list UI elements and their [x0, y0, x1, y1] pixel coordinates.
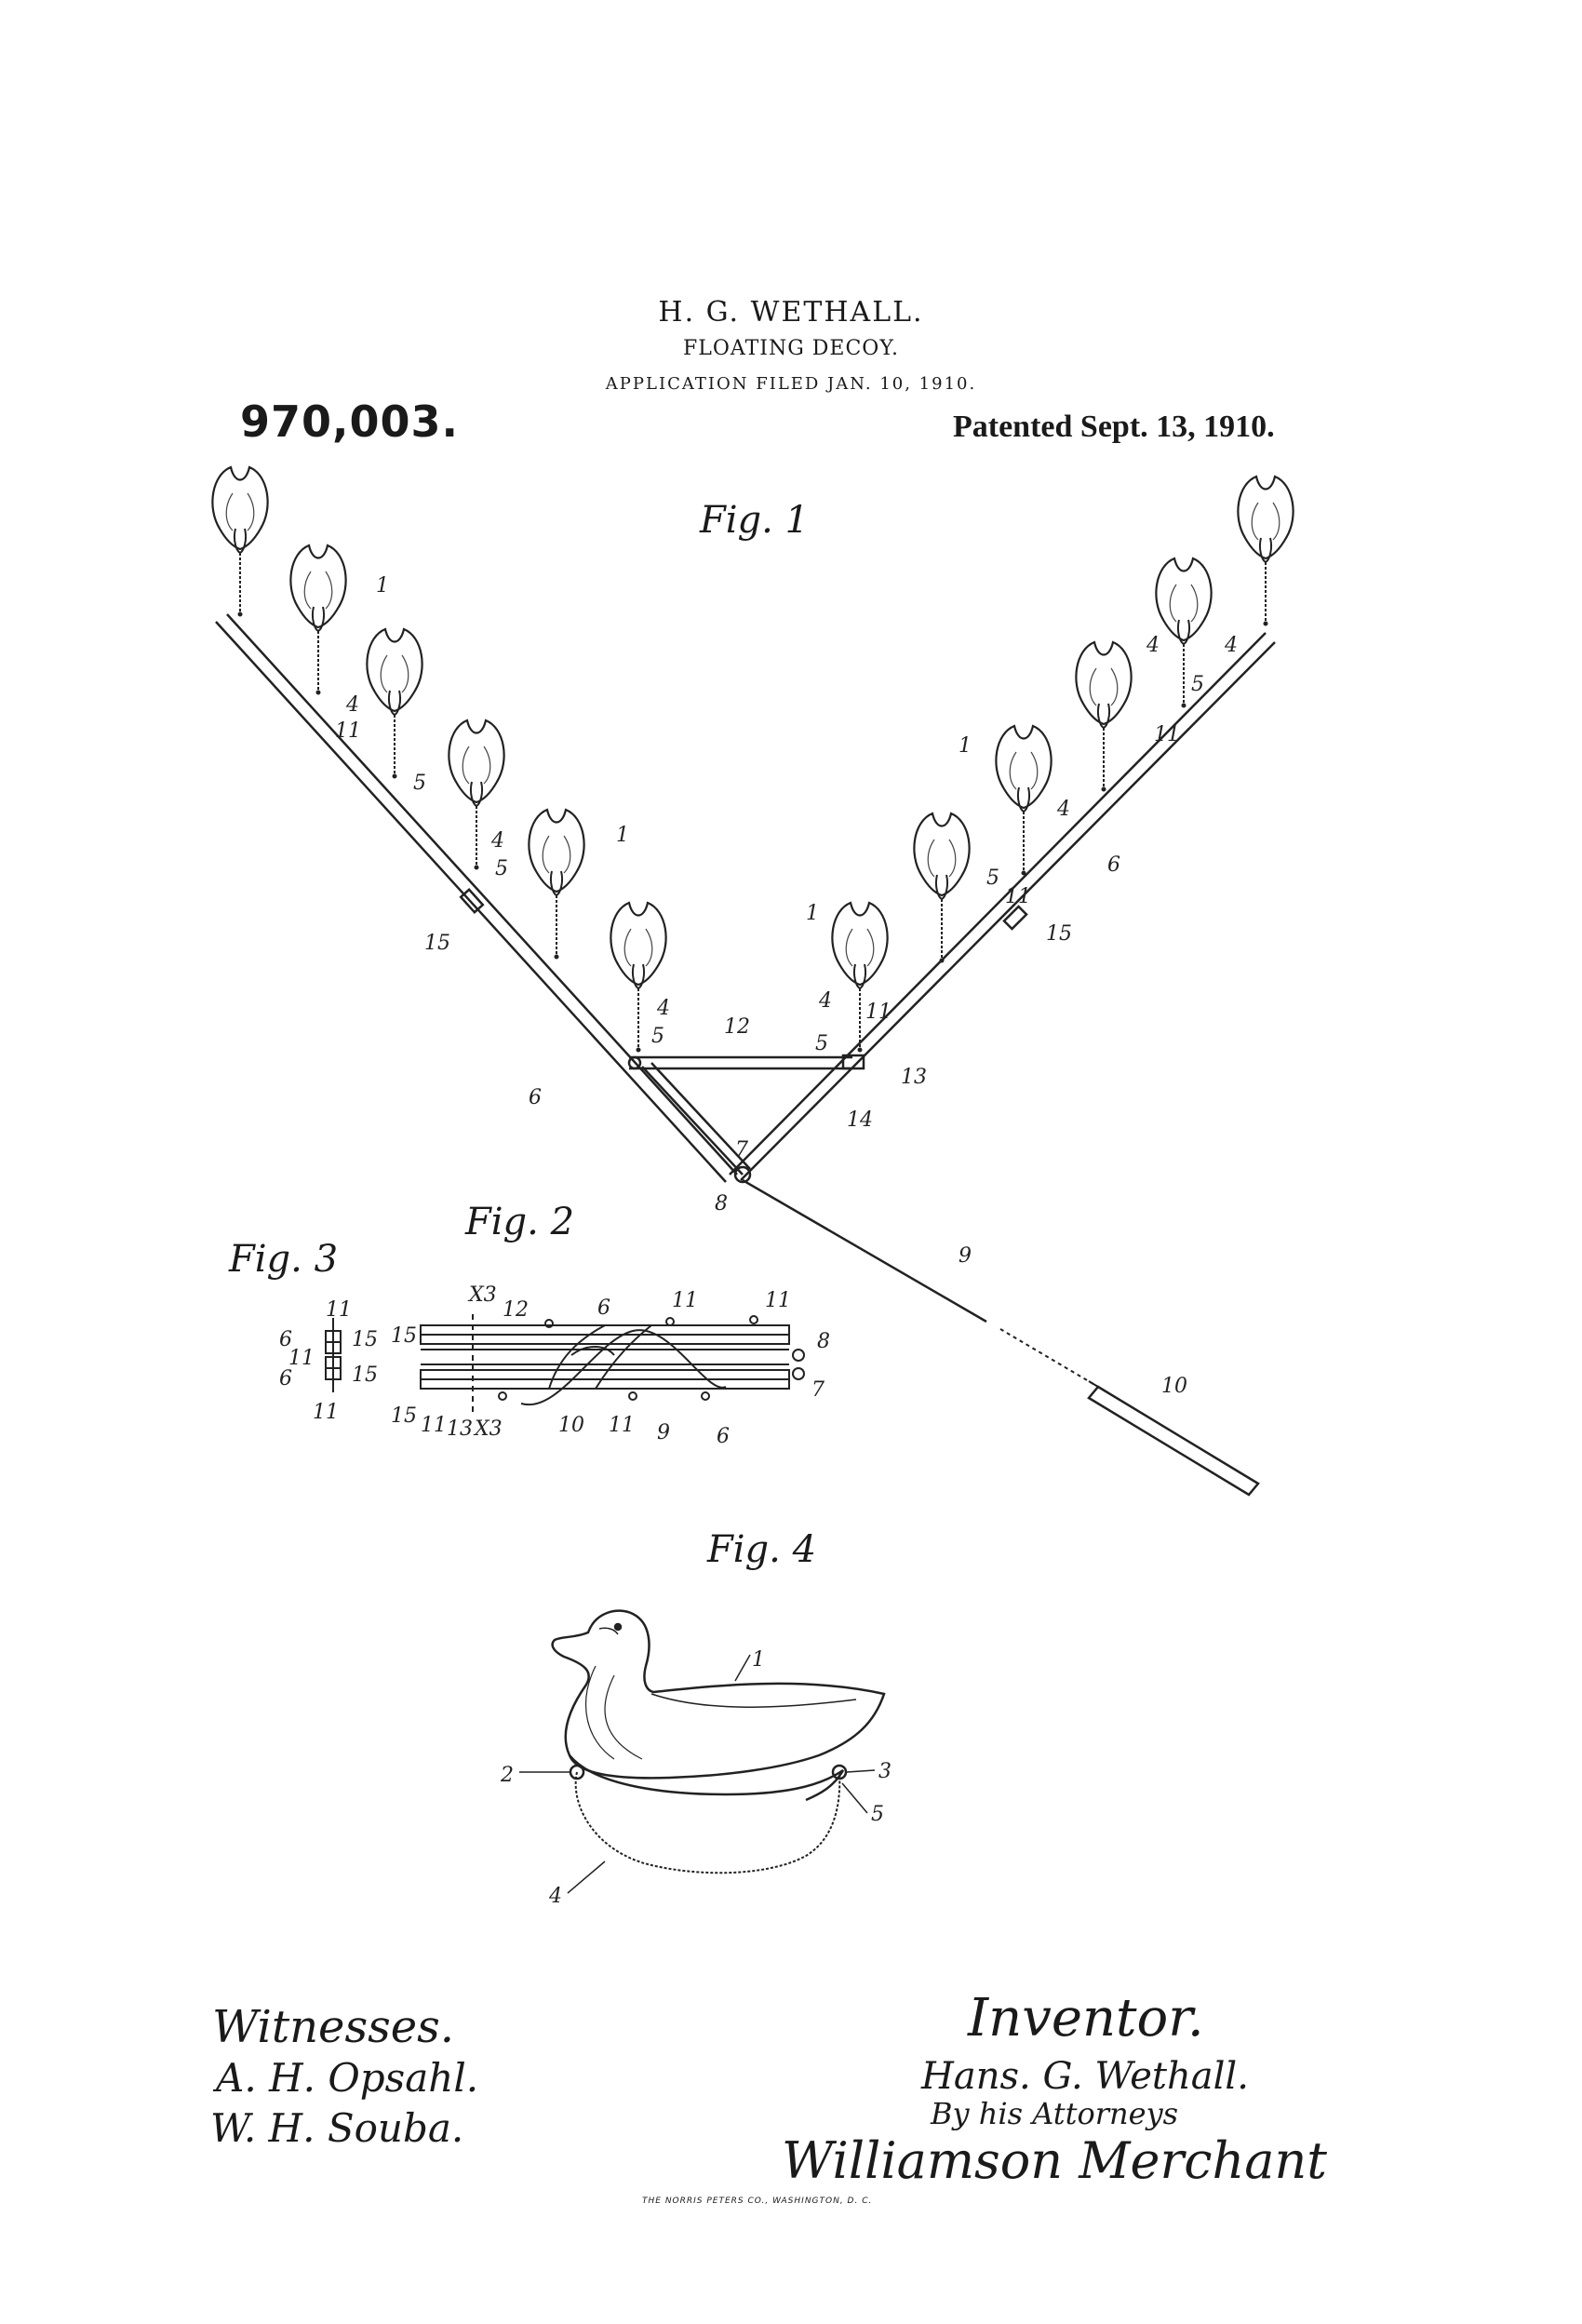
fig2-ref-labels: X3 12 6 11 11 15 8 7 15 11 13 X3 10 11 9…	[391, 1283, 830, 1448]
ref-10: 10	[1161, 1375, 1187, 1398]
patented-date: Patented Sept. 13, 1910.	[953, 410, 1275, 444]
ref-15: 15	[1046, 922, 1072, 946]
ref-11: 11	[313, 1401, 339, 1424]
fig1-frame	[215, 613, 1276, 1184]
ref-x3: X3	[467, 1283, 497, 1307]
ref-4: 4	[345, 693, 359, 717]
fig3-cross-section	[325, 1318, 342, 1392]
ref-6: 6	[1107, 853, 1120, 877]
ref-4: 4	[1146, 634, 1160, 657]
ref-11: 11	[765, 1289, 791, 1312]
fig3-ref-labels: 11 6 11 6 15 15 11	[279, 1298, 378, 1424]
ref-4: 4	[656, 997, 670, 1020]
ref-14: 14	[847, 1108, 873, 1132]
patent-number: 970,003.	[240, 396, 459, 447]
ref-6: 6	[279, 1328, 292, 1351]
ref-13: 13	[447, 1417, 473, 1441]
ref-11: 11	[672, 1289, 698, 1312]
witness-signature-2: W. H. Souba.	[210, 2105, 464, 2151]
ref-10: 10	[558, 1414, 584, 1437]
ref-4: 4	[490, 829, 504, 853]
ref-15: 15	[352, 1364, 378, 1387]
figure-4-label: Fig. 4	[707, 1528, 817, 1571]
ref-9: 9	[959, 1244, 972, 1268]
fig1-ref-labels: 1 1 1 1 4 4 4 4 4 4 4 11 11 11 11 5 5 5 …	[335, 574, 1238, 1398]
ref-1: 1	[616, 824, 629, 847]
ref-11: 11	[288, 1347, 315, 1370]
fig4-duck-decoy	[551, 1609, 886, 1874]
ref-6: 6	[597, 1296, 610, 1320]
ref-7: 7	[735, 1138, 748, 1162]
ref-5: 5	[495, 857, 508, 880]
by-attorneys-label: By his Attorneys	[931, 2096, 1179, 2131]
ref-11: 11	[1005, 885, 1031, 908]
ref-6: 6	[717, 1425, 730, 1448]
witness-signature-1: A. H. Opsahl.	[216, 2055, 479, 2101]
ref-15: 15	[424, 932, 450, 955]
ref-3: 3	[878, 1760, 892, 1783]
figure-2-label: Fig. 2	[465, 1201, 575, 1243]
ref-11: 11	[609, 1414, 635, 1437]
application-filed-date: APPLICATION FILED JAN. 10, 1910.	[605, 374, 977, 394]
ref-4: 4	[1056, 798, 1070, 821]
ref-2: 2	[500, 1764, 514, 1787]
ref-1: 1	[752, 1648, 765, 1672]
ref-15: 15	[391, 1324, 417, 1348]
ref-6: 6	[529, 1086, 542, 1109]
ref-11: 11	[1154, 723, 1180, 746]
ref-15: 15	[391, 1404, 417, 1428]
witnesses-label: Witnesses.	[212, 2001, 455, 2053]
ref-7: 7	[811, 1378, 825, 1402]
figure-1-label: Fig. 1	[700, 499, 810, 542]
fig4-leader-lines	[519, 1654, 876, 1894]
ref-12: 12	[503, 1298, 529, 1322]
attorneys-signature: Williamson Merchant	[782, 2131, 1327, 2190]
fig1-decoys	[211, 465, 1294, 1054]
ref-5: 5	[1191, 673, 1204, 696]
ref-4: 4	[1224, 634, 1238, 657]
fig1-tether-line	[742, 1178, 1260, 1497]
ref-6: 6	[279, 1367, 292, 1390]
ref-11: 11	[865, 1001, 892, 1024]
ref-8: 8	[715, 1192, 728, 1216]
ref-5: 5	[651, 1025, 664, 1048]
ref-4: 4	[548, 1885, 562, 1908]
inventor-label: Inventor.	[968, 1988, 1204, 2049]
fig4-ref-labels: 1 2 3 5 4	[500, 1648, 892, 1908]
ref-4: 4	[818, 989, 832, 1013]
ref-13: 13	[901, 1066, 927, 1089]
ref-1: 1	[959, 734, 972, 758]
ref-5: 5	[986, 866, 999, 890]
patent-title: FLOATING DECOY.	[682, 337, 900, 360]
ref-5: 5	[815, 1032, 828, 1055]
ref-11: 11	[326, 1298, 352, 1322]
ref-8: 8	[817, 1330, 830, 1353]
ref-11: 11	[421, 1414, 447, 1437]
ref-1: 1	[376, 574, 389, 598]
figure-3-label: Fig. 3	[229, 1238, 339, 1281]
ref-12: 12	[724, 1015, 750, 1039]
ref-5: 5	[871, 1803, 884, 1826]
ref-1: 1	[806, 902, 819, 925]
printer-imprint: THE NORRIS PETERS CO., WASHINGTON, D. C.	[642, 2196, 873, 2206]
ref-11: 11	[335, 719, 361, 743]
fig2-folded-frame	[420, 1314, 805, 1415]
ref-5: 5	[413, 772, 426, 795]
inventor-signature: Hans. G. Wethall.	[921, 2055, 1249, 2098]
ref-15: 15	[352, 1328, 378, 1351]
inventor-name-header: H. G. WETHALL.	[658, 296, 924, 329]
ref-x3: X3	[473, 1417, 503, 1441]
ref-9: 9	[657, 1421, 670, 1444]
